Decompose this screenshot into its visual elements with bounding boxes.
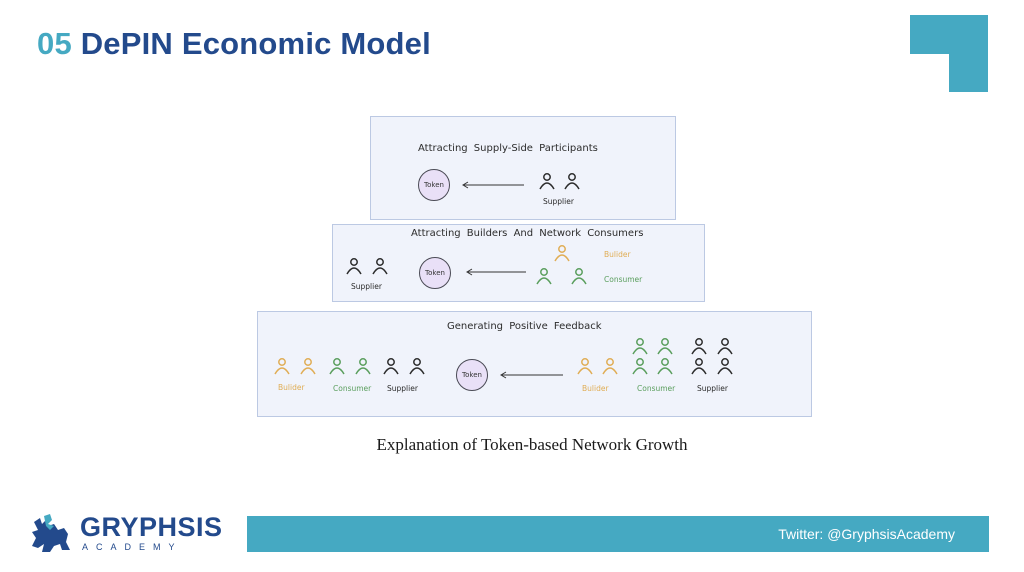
consumer-person-icon bbox=[355, 358, 371, 375]
consumer-person-icon bbox=[329, 358, 345, 375]
builder-label: Bulider bbox=[278, 383, 305, 392]
diagram-caption: Explanation of Token-based Network Growt… bbox=[376, 435, 688, 454]
supplier-person-icon bbox=[717, 338, 733, 355]
builder-person-icon bbox=[602, 358, 618, 375]
consumer-person-icon bbox=[657, 338, 673, 355]
consumer-person-icon bbox=[536, 268, 552, 285]
consumer-person-icon bbox=[632, 338, 648, 355]
builder-person-icon bbox=[300, 358, 316, 375]
stage-1-title: Attracting Supply-Side Participants bbox=[418, 143, 598, 154]
gryphsis-logo: GRYPHSIS ACADEMY bbox=[30, 512, 240, 556]
token-node: Token bbox=[456, 359, 488, 391]
token-node: Token bbox=[418, 169, 450, 201]
title-text: DePIN Economic Model bbox=[80, 26, 431, 61]
arrow-left-icon bbox=[466, 268, 526, 276]
logo-subtitle: ACADEMY bbox=[82, 542, 183, 552]
supplier-person-icon bbox=[409, 358, 425, 375]
corner-decoration bbox=[910, 15, 988, 92]
consumer-person-icon bbox=[632, 358, 648, 375]
consumer-person-icon bbox=[657, 358, 673, 375]
stage-3-box: Generating Positive Feedback Bulider Con… bbox=[257, 311, 812, 417]
consumer-label: Consumer bbox=[637, 384, 676, 393]
supplier-person-icon bbox=[346, 258, 362, 275]
builder-label: Bulider bbox=[604, 250, 631, 259]
builder-person-icon bbox=[554, 245, 570, 262]
consumer-person-icon bbox=[571, 268, 587, 285]
section-number: 05 bbox=[37, 26, 72, 61]
stage-1-box: Attracting Supply-Side Participants Toke… bbox=[370, 116, 676, 220]
supplier-person-icon bbox=[383, 358, 399, 375]
token-node: Token bbox=[419, 257, 451, 289]
builder-label: Bulider bbox=[582, 384, 609, 393]
supplier-person-icon bbox=[372, 258, 388, 275]
gryphon-logo-icon bbox=[32, 514, 70, 552]
supplier-label: Supplier bbox=[351, 282, 382, 291]
stage-3-title: Generating Positive Feedback bbox=[447, 321, 602, 332]
supplier-person-icon bbox=[564, 173, 580, 190]
logo-name: GRYPHSIS bbox=[80, 512, 223, 542]
builder-person-icon bbox=[577, 358, 593, 375]
supplier-person-icon bbox=[691, 358, 707, 375]
arrow-left-icon bbox=[462, 181, 524, 189]
supplier-person-icon bbox=[717, 358, 733, 375]
stage-2-title: Attracting Builders And Network Consumer… bbox=[411, 228, 644, 239]
footer-bar: Twitter: @GryphsisAcademy bbox=[247, 516, 989, 552]
page-title: 05 DePIN Economic Model bbox=[37, 26, 431, 62]
twitter-handle: Twitter: @GryphsisAcademy bbox=[778, 526, 955, 542]
consumer-label: Consumer bbox=[333, 384, 372, 393]
supplier-person-icon bbox=[539, 173, 555, 190]
builder-person-icon bbox=[274, 358, 290, 375]
stage-2-box: Attracting Builders And Network Consumer… bbox=[332, 224, 705, 302]
supplier-label: Supplier bbox=[387, 384, 418, 393]
supplier-person-icon bbox=[691, 338, 707, 355]
supplier-label: Supplier bbox=[697, 384, 728, 393]
supplier-label: Supplier bbox=[543, 197, 574, 206]
consumer-label: Consumer bbox=[604, 275, 643, 284]
arrow-left-icon bbox=[500, 371, 563, 379]
